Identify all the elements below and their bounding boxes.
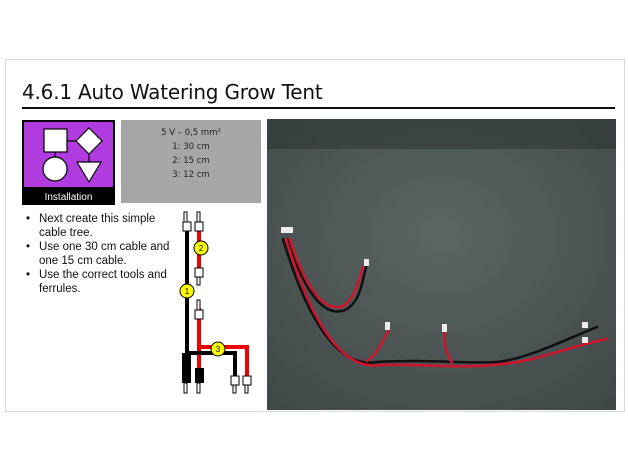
spec-box: 5 V – 0,5 mm² 1: 30 cm 2: 15 cm 3: 12 cm [121, 120, 261, 203]
list-item: Use one 30 cm cable and one 15 cm cable. [24, 240, 174, 268]
list-item: Use the correct tools and ferrules. [24, 268, 174, 296]
flowchart-icon [24, 122, 113, 187]
cable-tree-photo [267, 119, 616, 410]
cable-tree-diagram: 1 2 3 [179, 211, 252, 394]
spec-line: 2: 15 cm [172, 156, 210, 166]
marker-1: 1 [185, 287, 190, 296]
marker-2: 2 [199, 244, 204, 253]
spec-line: 3: 12 cm [172, 170, 210, 180]
badge-label: Installation [44, 192, 93, 203]
spec-line: 5 V – 0,5 mm² [161, 128, 221, 138]
spec-line: 1: 30 cm [172, 142, 210, 152]
installation-badge: Installation [22, 120, 115, 205]
title-underline [22, 107, 615, 109]
list-item: Next create this simple cable tree. [24, 212, 174, 240]
page-title: 4.6.1 Auto Watering Grow Tent [22, 80, 323, 104]
marker-3: 3 [216, 345, 221, 354]
instruction-list: Next create this simple cable tree. Use … [24, 212, 174, 296]
